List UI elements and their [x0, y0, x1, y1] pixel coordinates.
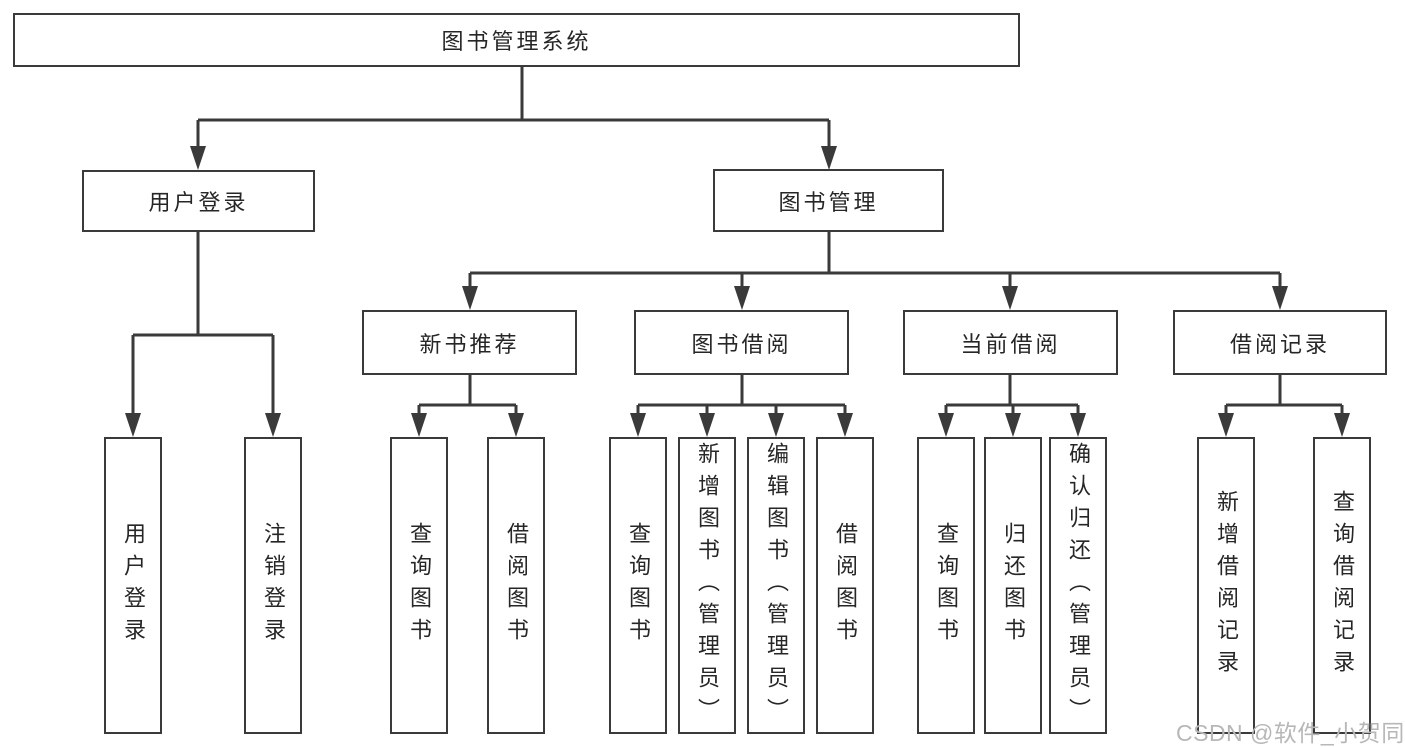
connector-new-books-branch — [417, 375, 518, 416]
leaf-borrow-edit-book-admin-label: 编辑图书（管理员） — [764, 441, 789, 730]
leaf-newbooks-borrow-book: 借阅图书 — [487, 437, 545, 734]
leaf-user-login-label: 用户登录 — [121, 521, 146, 650]
leaf-records-query-record-label: 查询借阅记录 — [1330, 489, 1355, 682]
leaf-current-confirm-return-admin-label: 确认归还（管理员） — [1066, 441, 1091, 730]
leaf-current-confirm-return-admin: 确认归还（管理员） — [1049, 437, 1107, 734]
node-root-library-system: 图书管理系统 — [13, 13, 1020, 67]
leaf-borrow-add-book-admin: 新增图书（管理员） — [678, 437, 736, 734]
leaf-borrow-query-book: 查询图书 — [609, 437, 667, 734]
csdn-watermark: CSDN @软件_小贺同学 — [1176, 720, 1405, 746]
arrowheads-new-books-branch — [411, 413, 524, 437]
leaf-borrow-edit-book-admin: 编辑图书（管理员） — [747, 437, 805, 734]
leaf-borrow-add-book-admin-label: 新增图书（管理员） — [695, 441, 720, 730]
connector-book-mgmt-branch — [468, 232, 1282, 290]
arrowheads-current-branch — [938, 413, 1086, 437]
node-current-borrow: 当前借阅 — [903, 310, 1118, 375]
arrowheads-book-mgmt-branch — [462, 286, 1288, 310]
leaf-borrow-borrow-book-label: 借阅图书 — [833, 521, 858, 650]
arrowheads-borrow-branch — [630, 413, 853, 437]
node-user-login: 用户登录 — [82, 170, 315, 232]
arrowheads-user-login-branch — [125, 413, 281, 437]
leaf-records-add-record: 新增借阅记录 — [1197, 437, 1255, 734]
leaf-logout-label: 注销登录 — [261, 521, 286, 650]
connector-root-branch — [196, 67, 831, 150]
connector-records-branch — [1224, 375, 1344, 416]
leaf-newbooks-query-book-label: 查询图书 — [407, 521, 432, 650]
leaf-current-return-book: 归还图书 — [984, 437, 1042, 734]
leaf-records-query-record: 查询借阅记录 — [1313, 437, 1371, 734]
leaf-current-return-book-label: 归还图书 — [1001, 521, 1026, 650]
node-book-borrow: 图书借阅 — [634, 310, 849, 375]
leaf-borrow-borrow-book: 借阅图书 — [816, 437, 874, 734]
node-new-book-recommend: 新书推荐 — [362, 310, 577, 375]
connector-user-login-branch — [131, 232, 275, 416]
connector-borrow-branch — [636, 375, 847, 416]
leaf-borrow-query-book-label: 查询图书 — [626, 521, 651, 650]
leaf-user-login: 用户登录 — [104, 437, 162, 734]
arrowheads-records-branch — [1218, 413, 1350, 437]
connector-current-branch — [944, 375, 1080, 416]
arrowheads-root-branch — [190, 146, 837, 170]
leaf-current-query-book-label: 查询图书 — [934, 521, 959, 650]
leaf-records-add-record-label: 新增借阅记录 — [1214, 489, 1239, 682]
leaf-newbooks-borrow-book-label: 借阅图书 — [504, 521, 529, 650]
leaf-current-query-book: 查询图书 — [917, 437, 975, 734]
leaf-logout: 注销登录 — [244, 437, 302, 734]
node-borrow-records: 借阅记录 — [1173, 310, 1387, 375]
leaf-newbooks-query-book: 查询图书 — [390, 437, 448, 734]
node-book-management: 图书管理 — [713, 169, 944, 232]
